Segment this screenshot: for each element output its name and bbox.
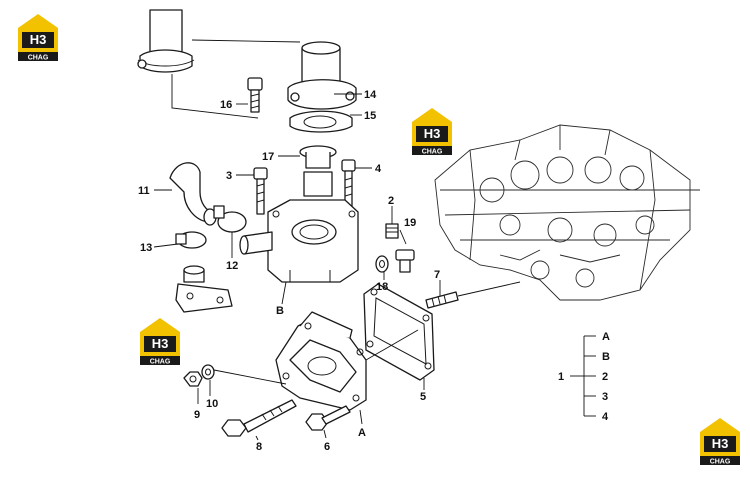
legend-item-A: A: [602, 331, 610, 343]
washer-10: [201, 364, 287, 385]
callout-13: 13: [140, 242, 152, 254]
housing-gasket: [363, 283, 435, 381]
callout-4: 4: [375, 163, 382, 175]
legend-item-3: 3: [602, 391, 608, 403]
callout-9: 9: [194, 409, 200, 421]
callout-10: 10: [206, 398, 218, 410]
washer-18: [375, 255, 389, 273]
legend-item-4: 4: [602, 411, 609, 423]
bolt-6: [305, 405, 351, 431]
callout-5: 5: [420, 391, 426, 403]
bolt-16: [247, 77, 263, 113]
bolt-3: [253, 167, 268, 215]
logo-center: H3 CHAG: [412, 108, 452, 156]
callout-6: 6: [324, 441, 330, 453]
bypass-hose: [169, 162, 217, 226]
legend-item-B: B: [602, 351, 610, 363]
assembly-legend: 1 A B 2 3 4: [558, 331, 610, 423]
upper-hose: [137, 9, 301, 119]
callout-15: 15: [364, 110, 376, 122]
bolt-8: [221, 399, 297, 437]
engine-block: [434, 124, 700, 301]
logo-bottom-right: H3 CHAG: [700, 418, 740, 466]
callouts: 14 15 16 17 3 4 11 2 19 13 12 18 7 B 5 A…: [138, 89, 440, 453]
thermostat-gasket: [289, 110, 353, 133]
callout-11: 11: [138, 185, 150, 197]
logo-main-text: H3: [30, 32, 47, 47]
callout-14: 14: [364, 89, 377, 101]
callout-16: 16: [220, 99, 232, 111]
callout-A: A: [358, 427, 366, 439]
thermostat-housing-outlet: [287, 41, 357, 110]
logo-main-text: H3: [424, 126, 441, 141]
hose-clamp-13: [175, 231, 207, 249]
callout-7: 7: [434, 269, 440, 281]
callout-12: 12: [226, 260, 238, 272]
logo-main-text: H3: [712, 436, 729, 451]
plug-19: [395, 249, 415, 273]
logo-sub-text: CHAG: [28, 55, 49, 62]
nut-9: [183, 371, 203, 387]
callout-B: B: [276, 305, 284, 317]
logo-sub-text: CHAG: [150, 359, 171, 366]
logo-left-middle: H3 CHAG: [140, 318, 180, 366]
hose-clamp-12: [213, 205, 247, 233]
callout-19: 19: [404, 217, 416, 229]
callout-18: 18: [376, 281, 388, 293]
callout-8: 8: [256, 441, 262, 453]
callout-3: 3: [226, 170, 232, 182]
plug-2: [385, 223, 399, 239]
callout-2: 2: [388, 195, 394, 207]
logo-sub-text: CHAG: [710, 459, 731, 466]
stud-7: [425, 281, 521, 309]
thermostat-housing: [239, 199, 359, 283]
logo-sub-text: CHAG: [422, 149, 443, 156]
leader-lines: [153, 93, 441, 441]
callout-17: 17: [262, 151, 274, 163]
legend-root: 1: [558, 371, 564, 383]
thermostat: [299, 145, 337, 197]
logo-main-text: H3: [152, 336, 169, 351]
legend-item-2: 2: [602, 371, 608, 383]
logo-top-left: H3 CHAG: [18, 14, 58, 62]
water-pump-housing: [275, 311, 419, 411]
bypass-pipe: [175, 265, 233, 313]
